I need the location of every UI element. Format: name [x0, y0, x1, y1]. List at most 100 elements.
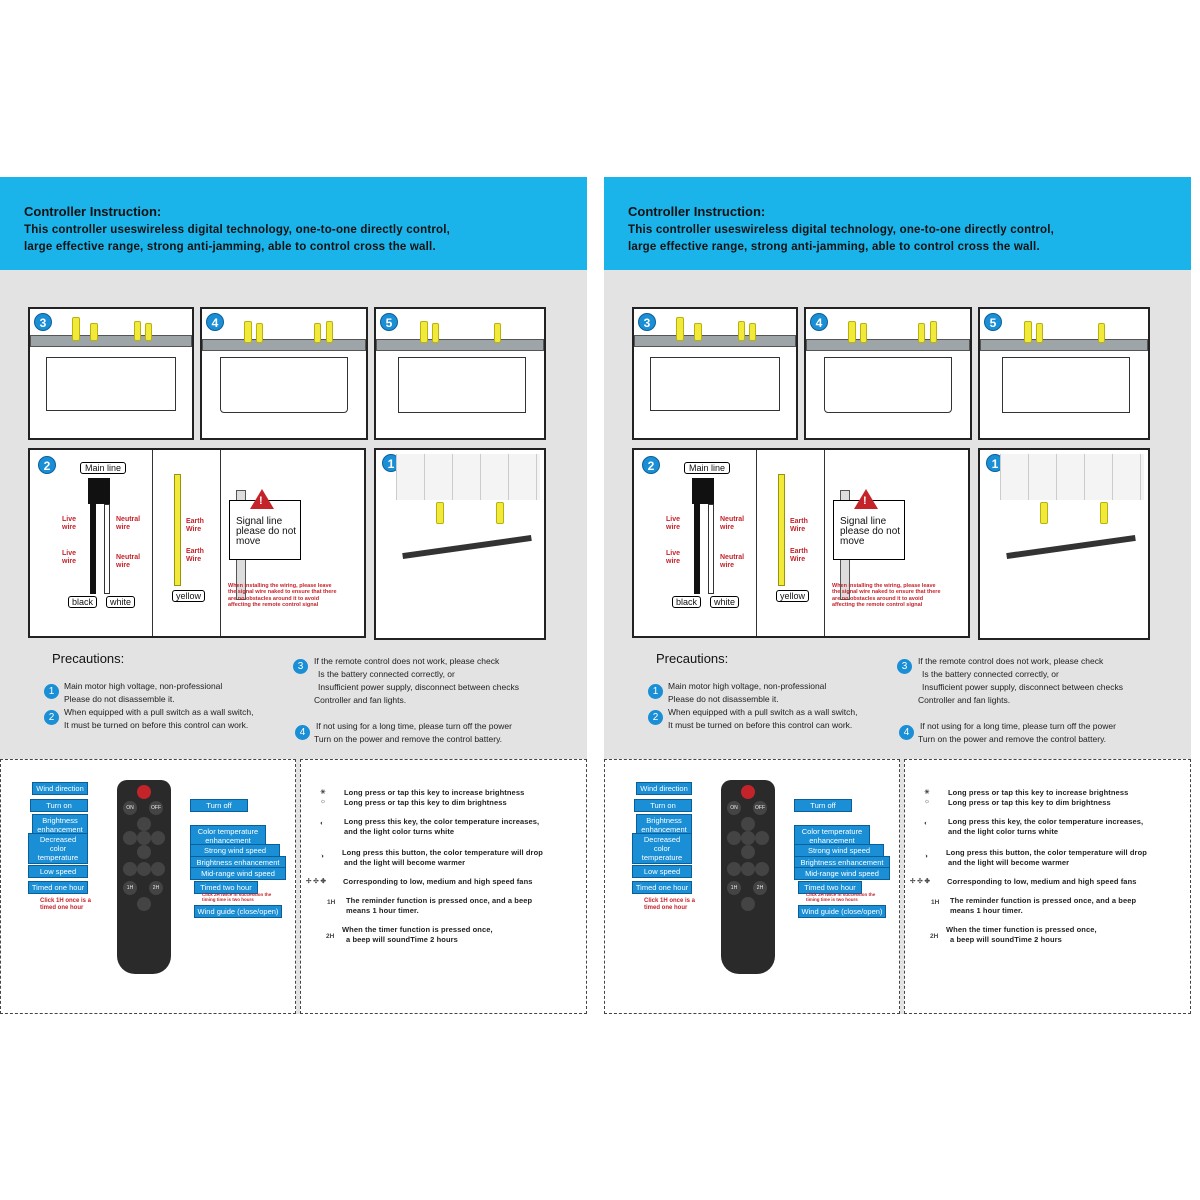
label-decreased-color-temperature: Decreased color temperature: [632, 833, 692, 864]
color-temp-up-icon: ◐: [320, 820, 324, 827]
signal-warning-box: ! Signal line please do not move: [229, 489, 301, 560]
live-wire-label-2: Live wire: [62, 550, 77, 565]
wind-guide-button: [741, 897, 755, 911]
high-speed-button: [755, 862, 769, 876]
brightness-down-button: [137, 845, 151, 859]
step-3-badge: 3: [638, 313, 656, 331]
color-temp-down-icon: ◑: [924, 853, 928, 860]
brightness-down-button: [741, 845, 755, 859]
divider: [756, 450, 757, 636]
remote-control: ON OFF 1H 2H: [117, 780, 171, 974]
anchor-plug: [930, 321, 937, 343]
wind-direction-button: [741, 785, 755, 799]
key-desc-2: Long press or tap this key to dim bright…: [344, 798, 507, 807]
ceiling-bar: [634, 335, 796, 347]
precaution-2-line-1: When equipped with a pull switch as a wa…: [668, 707, 858, 717]
mounting-bracket: [402, 534, 532, 560]
step-1-panel: 1: [978, 448, 1150, 640]
anchor-plug: [1036, 323, 1043, 343]
precaution-3-badge: 3: [897, 659, 912, 674]
precaution-3-line-2: Is the battery connected correctly, or: [922, 669, 1059, 679]
wind-guide-button: [137, 897, 151, 911]
lamp-body: [650, 357, 780, 411]
precaution-3-badge: 3: [293, 659, 308, 674]
symbol-2h: 2H: [930, 933, 939, 940]
color-temp-up-button: [755, 831, 769, 845]
step-3-panel: 3: [632, 307, 798, 440]
lamp-body: [220, 357, 348, 413]
anchor-plug: [496, 502, 504, 524]
anchor-plug: [436, 502, 444, 524]
header-banner: Controller Instruction: This controller …: [0, 177, 587, 270]
step-3-badge: 3: [34, 313, 52, 331]
neutral-wire-label-2: Neutral wire: [116, 554, 141, 569]
anchor-plug: [860, 323, 867, 343]
neutral-wire-label-2: Neutral wire: [720, 554, 745, 569]
precaution-1-line-1: Main motor high voltage, non-professiona…: [668, 681, 827, 691]
precaution-1-line-1: Main motor high voltage, non-professiona…: [64, 681, 223, 691]
anchor-plug: [676, 317, 684, 341]
yellow-wire: [174, 474, 181, 586]
wind-direction-button: [137, 785, 151, 799]
label-mid-range-wind-speed: Mid-range wind speed: [190, 867, 286, 880]
off-button: OFF: [149, 801, 163, 815]
step-2-wiring-panel: 2 Main line Live wire Neutral wire Live …: [28, 448, 366, 638]
key-desc-4a: Long press this button, the color temper…: [342, 848, 543, 857]
label-turn-off: Turn off: [794, 799, 852, 812]
label-wind-guide: Wind guide (close/open): [798, 905, 886, 918]
precaution-3-line-3: Insufficient power supply, disconnect be…: [922, 682, 1123, 692]
light-toggle-button: [137, 831, 151, 845]
step-5-panel: 5: [978, 307, 1150, 440]
precaution-3-line-1: If the remote control does not work, ple…: [314, 656, 500, 666]
color-temp-up-button: [151, 831, 165, 845]
mounting-bracket: [1006, 534, 1136, 560]
label-low-speed: Low speed: [28, 865, 88, 878]
precaution-3-line-1: If the remote control does not work, ple…: [918, 656, 1104, 666]
timer-2h-button: 2H: [149, 881, 163, 895]
precaution-4-line-2: Turn on the power and remove the control…: [314, 734, 503, 744]
key-desc-3b: and the light color turns white: [948, 827, 1059, 836]
yellow-label: yellow: [172, 590, 206, 602]
black-wire: [90, 504, 96, 594]
precaution-3-line-4: Controller and fan lights.: [314, 695, 407, 705]
step-4-badge: 4: [810, 313, 828, 331]
step-2-badge: 2: [38, 456, 56, 474]
color-temp-down-button: [123, 831, 137, 845]
key-desc-7b: a beep will soundTime 2 hours: [346, 935, 458, 944]
anchor-plug: [738, 321, 745, 341]
tip-2h: Click 2H twice in succession the timing …: [806, 892, 876, 902]
anchor-plug: [694, 323, 702, 341]
key-desc-4a: Long press this button, the color temper…: [946, 848, 1147, 857]
key-desc-1: Long press or tap this key to increase b…: [344, 788, 525, 797]
header-line-1: This controller useswireless digital tec…: [628, 224, 1055, 236]
ceiling-grid: [1000, 454, 1144, 500]
divider: [220, 450, 221, 636]
anchor-plug: [314, 323, 321, 343]
step-1-panel: 1: [374, 448, 546, 640]
key-description-area: [300, 759, 587, 1014]
precaution-1-badge: 1: [44, 684, 59, 699]
brightness-up-icon: ☀: [320, 789, 326, 796]
live-wire-label-1: Live wire: [62, 516, 77, 531]
label-mid-range-wind-speed: Mid-range wind speed: [794, 867, 890, 880]
precaution-4-line-1: If not using for a long time, please tur…: [316, 721, 512, 731]
anchor-plug: [494, 323, 501, 343]
step-5-panel: 5: [374, 307, 546, 440]
off-button: OFF: [753, 801, 767, 815]
precaution-3-line-4: Controller and fan lights.: [918, 695, 1011, 705]
precaution-1-line-2: Please do not disassemble it.: [668, 694, 779, 704]
divider: [824, 450, 825, 636]
symbol-1h: 1H: [931, 899, 940, 906]
label-wind-direction: Wind direction: [32, 782, 88, 795]
ceiling-bar: [202, 339, 366, 351]
warning-icon: !: [854, 489, 878, 509]
tip-1h: Click 1H once is a timed one hour: [40, 898, 92, 911]
header-banner: Controller Instruction: This controller …: [604, 177, 1191, 270]
header-title: Controller Instruction:: [24, 204, 162, 219]
lamp-body: [46, 357, 176, 411]
tip-1h: Click 1H once is a timed one hour: [644, 898, 696, 911]
anchor-plug: [1040, 502, 1048, 524]
lamp-body: [824, 357, 952, 413]
key-desc-6b: means 1 hour timer.: [950, 906, 1023, 915]
signal-warning-text: Signal line please do not move: [236, 516, 297, 547]
